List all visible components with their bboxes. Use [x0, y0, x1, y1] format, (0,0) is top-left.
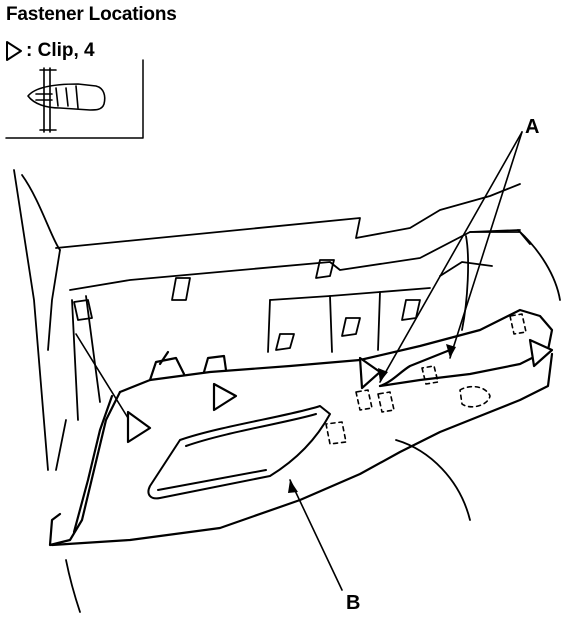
dashed-clip-marks: [325, 313, 527, 445]
dashboard-outline: [13, 169, 561, 613]
legend-frame: [5, 59, 144, 139]
triangle-marker-icon: [212, 382, 238, 412]
leader-b: [289, 479, 343, 591]
legend-label: : Clip, 4: [26, 40, 95, 61]
triangle-marker-icon: [6, 41, 22, 61]
glove-box-handle: [147, 405, 331, 500]
page-title: Fastener Locations: [6, 4, 177, 25]
leader-left: [75, 333, 129, 419]
legend-text: : Clip, 4: [6, 40, 95, 62]
clip-markers: [126, 338, 554, 444]
clip-icon: [27, 67, 106, 133]
leader-lines: [75, 131, 523, 591]
triangle-marker-icon: [358, 356, 382, 390]
callout-a: A: [525, 116, 540, 138]
glove-box: [48, 308, 554, 547]
leader-a-1: [379, 131, 523, 383]
arrowheads: [288, 344, 456, 493]
triangle-marker-icon: [126, 410, 152, 444]
triangle-marker-icon: [528, 338, 554, 368]
callout-b: B: [346, 592, 361, 614]
leader-a-2: [449, 131, 523, 359]
